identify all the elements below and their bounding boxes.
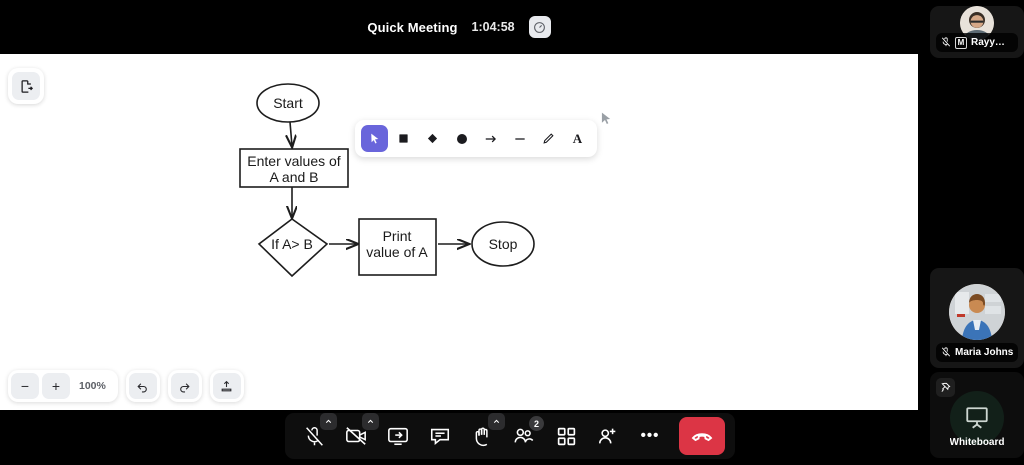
flow-node-print[interactable] <box>358 218 437 276</box>
zoom-controls: − + 100% <box>8 370 118 402</box>
arrow-tool[interactable] <box>477 125 504 152</box>
participants-button[interactable]: 2 <box>505 416 544 455</box>
whiteboard-label: Whiteboard <box>949 437 1005 448</box>
meeting-header: Quick Meeting 1:04:58 <box>0 0 918 54</box>
microphone-button[interactable] <box>295 413 337 455</box>
flow-node-stop[interactable] <box>471 221 535 267</box>
export-icon[interactable] <box>212 373 241 399</box>
participant-nameplate: Maria Johns <box>936 343 1018 362</box>
canvas-bottom-controls: − + 100% <box>8 370 244 402</box>
participant-tile-rayy[interactable]: M Rayy… <box>930 6 1024 58</box>
text-tool[interactable]: A <box>564 125 591 152</box>
raise-hand-button[interactable] <box>463 413 505 455</box>
participant-rail: M Rayy… <box>918 0 1024 465</box>
shape-toolbar: A <box>355 120 597 157</box>
whiteboard-tile[interactable]: Whiteboard <box>930 372 1024 458</box>
history-controls <box>125 370 160 402</box>
mic-off-icon <box>941 344 951 362</box>
flow-node-start-label: Start <box>273 95 303 111</box>
whiteboard-nameplate: Whiteboard <box>936 433 1018 452</box>
flow-node-start[interactable] <box>256 83 320 123</box>
draw-tool[interactable] <box>535 125 562 152</box>
flow-node-stop-label: Stop <box>489 236 518 252</box>
redo-controls <box>167 370 202 402</box>
apps-button[interactable] <box>547 417 585 455</box>
chat-button[interactable] <box>421 417 459 455</box>
zoom-out-button[interactable]: − <box>11 373 39 399</box>
flowchart-drawing[interactable]: Start Enter values of A and B If A> B Pr… <box>0 54 918 410</box>
pin-icon[interactable] <box>936 378 955 397</box>
rectangle-tool[interactable] <box>390 125 417 152</box>
text-tool-label: A <box>572 130 583 146</box>
line-tool[interactable] <box>506 125 533 152</box>
ellipse-tool[interactable] <box>448 125 475 152</box>
file-export-icon <box>12 72 40 100</box>
whiteboard-icon <box>950 391 1004 445</box>
participant-tile-maria[interactable]: Maria Johns <box>930 268 1024 368</box>
avatar <box>949 284 1005 340</box>
redo-icon[interactable] <box>170 373 199 399</box>
camera-button[interactable] <box>337 413 379 455</box>
participant-name: Rayy… <box>971 37 1005 48</box>
page-title: Quick Meeting <box>367 19 458 35</box>
participants-count-badge: 2 <box>529 416 544 431</box>
flow-node-print-label-1: Print <box>383 228 412 244</box>
participant-nameplate: M Rayy… <box>936 33 1018 52</box>
flow-node-input-label-1: Enter values of <box>247 153 340 169</box>
export-controls <box>209 370 244 402</box>
more-options-button[interactable]: ••• <box>640 427 660 444</box>
gauge-icon[interactable] <box>528 16 551 38</box>
flow-node-print-label-2: value of A <box>366 244 428 260</box>
end-call-button[interactable] <box>679 417 725 455</box>
flow-edge-start-input <box>290 121 292 146</box>
file-menu-button[interactable] <box>8 68 44 104</box>
selection-tool[interactable] <box>361 125 388 152</box>
diamond-tool[interactable] <box>419 125 446 152</box>
moderator-badge: M <box>955 36 967 49</box>
flow-node-decide-label: If A> B <box>271 236 313 252</box>
chevron-up-icon[interactable] <box>320 413 337 430</box>
zoom-in-button[interactable]: + <box>42 373 70 399</box>
chevron-up-icon[interactable] <box>488 413 505 430</box>
flow-node-input[interactable] <box>239 148 349 188</box>
undo-icon[interactable] <box>128 373 157 399</box>
chevron-up-icon[interactable] <box>362 413 379 430</box>
share-screen-button[interactable] <box>379 417 417 455</box>
mouse-cursor-icon <box>601 112 612 131</box>
flow-node-decide[interactable] <box>257 218 329 278</box>
meeting-controls: 2 ••• <box>285 413 735 459</box>
participant-name: Maria Johns <box>955 347 1013 358</box>
meeting-timer: 1:04:58 <box>471 20 515 34</box>
zoom-level-value[interactable]: 100% <box>79 380 106 392</box>
mic-off-icon <box>941 34 951 52</box>
whiteboard-canvas[interactable]: A Start Enter values of A and B <box>0 54 918 410</box>
add-person-button[interactable] <box>589 417 627 455</box>
flow-node-input-label-2: A and B <box>269 169 318 185</box>
